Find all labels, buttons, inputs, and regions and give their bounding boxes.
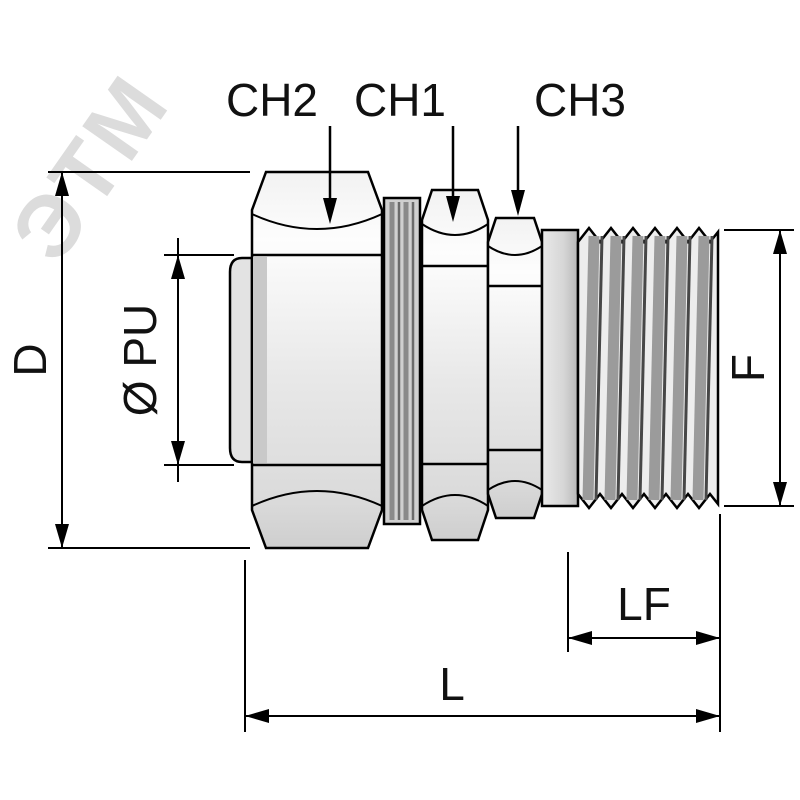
collar: [540, 228, 580, 508]
hex-ch1-outline: [420, 188, 490, 542]
f-arrow-top: [773, 230, 787, 254]
label-ch1: CH1: [354, 74, 446, 126]
hex-ch1-chamfer-top: [421, 223, 489, 236]
label-lf: LF: [617, 578, 671, 630]
pu-arrow-top: [171, 255, 185, 279]
l-arrow-left: [245, 709, 269, 723]
pu-arrow-bottom: [171, 441, 185, 465]
hex-ch1: [420, 188, 490, 542]
watermark-text: ЭТМ: [0, 57, 188, 279]
washer-section: [382, 196, 422, 526]
hex-ch2-chamfer-bottom: [251, 490, 383, 507]
label-ch3: CH3: [534, 74, 626, 126]
callouts: CH2 CH1 CH3: [226, 74, 626, 224]
hex-ch2-shade: [253, 257, 267, 463]
thread-section: [576, 225, 720, 511]
dimension-f: F: [722, 229, 794, 507]
callout-ch1: CH1: [354, 74, 460, 222]
label-f: F: [722, 354, 774, 382]
l-arrow-right: [696, 709, 720, 723]
dimensions: D Ø PU F LF: [4, 171, 794, 732]
hex-ch3-chamfer-bottom: [487, 480, 543, 491]
dimension-pu: Ø PU: [114, 238, 234, 482]
watermark: ЭТМ: [0, 57, 188, 279]
leader-arrow-ch2: [323, 198, 337, 224]
hex-ch2-outline: [250, 170, 384, 550]
thread-flanks: [582, 235, 710, 501]
hex-ch3: [486, 216, 544, 520]
fitting-body: [228, 170, 720, 550]
f-arrow-bottom: [773, 482, 787, 506]
washer-body: [382, 196, 422, 526]
dimension-d: D: [4, 171, 250, 549]
hex-ch2: [250, 170, 384, 550]
d-arrow-top: [55, 172, 69, 196]
hex-ch2-chamfer-top: [251, 213, 383, 230]
callout-ch2: CH2: [226, 74, 337, 224]
dimension-l: L: [244, 560, 720, 732]
d-arrow-bottom: [55, 524, 69, 548]
hex-ch1-chamfer-bottom: [421, 494, 489, 507]
lf-arrow-right: [696, 631, 720, 645]
thread-roots: [594, 235, 714, 501]
hex-ch3-chamfer-top: [487, 245, 543, 256]
callout-ch3: CH3: [511, 74, 626, 216]
label-pu: Ø PU: [114, 304, 166, 416]
leader-arrow-ch1: [446, 196, 460, 222]
lf-arrow-left: [568, 631, 592, 645]
label-l: L: [439, 658, 465, 710]
label-d: D: [4, 343, 56, 376]
leader-arrow-ch3: [511, 190, 525, 216]
hex-ch3-outline: [486, 216, 544, 520]
label-ch2: CH2: [226, 74, 318, 126]
dimension-lf: LF: [567, 514, 721, 732]
end-cap: [228, 256, 254, 464]
